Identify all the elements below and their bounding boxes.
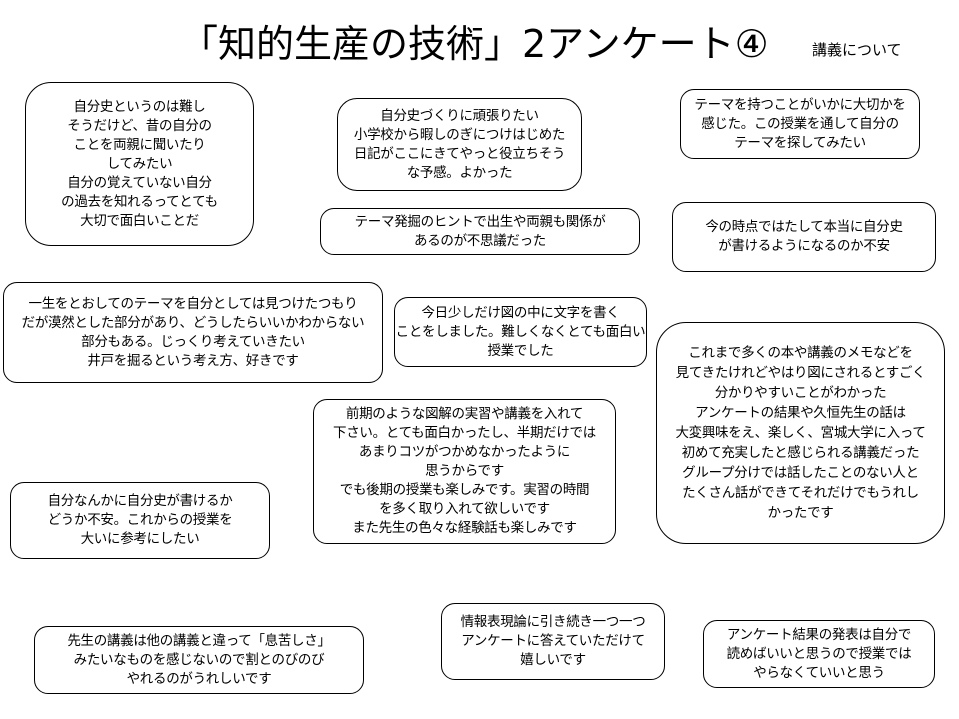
comment-text: テーマ発掘のヒントで出生や両親も関係が あるのが不思議だった [354, 213, 606, 249]
page-subtitle: 講義について [812, 41, 902, 59]
comment-bubble: 前期のような図解の実習や講義を入れて 下さい。とても面白かったし、半期だけでは … [313, 399, 616, 544]
comment-bubble: 今の時点ではたして本当に自分史 が書けるようになるのか不安 [672, 202, 936, 272]
comment-bubble: 先生の講義は他の講義と違って「息苦しさ」 みたいなものを感じないので割とのびのび… [34, 626, 364, 694]
comment-bubble: 情報表現論に引き続き一つ一つ アンケートに答えていただけて 嬉しいです [441, 603, 665, 680]
comment-bubble: 自分史づくりに頑張りたい 小学校から暇しのぎにつけはじめた 日記がここにきてやっ… [337, 98, 582, 191]
page-title: 「知的生産の技術」2アンケート④ [180, 22, 769, 66]
comment-text: アンケート結果の発表は自分で 読めばいいと思うので授業では やらなくていいと思う [726, 626, 912, 681]
comment-text: 自分史というのは難し そうだけど、昔の自分の ことを両親に聞いたり してみたい … [61, 98, 218, 229]
comment-text: 自分なんかに自分史が書けるか どうか不安。これからの授業を 大いに参考にしたい [47, 493, 233, 547]
comment-text: 一生をとおしてのテーマを自分としては見つけたつもり だが漠然とした部分があり、ど… [21, 295, 365, 369]
comment-text: テーマを持つことがいかに大切かを 感じた。この授業を通して自分の テーマを探して… [694, 96, 906, 151]
comment-bubble: 今日少しだけ図の中に文字を書く ことをしました。難しくなくとても面白い 授業でし… [394, 297, 647, 367]
comment-bubble: 自分なんかに自分史が書けるか どうか不安。これからの授業を 大いに参考にしたい [10, 482, 270, 559]
comment-text: これまで多くの本や講義のメモなどを 見てきたけれどやはり図にされるとすごく 分か… [675, 345, 926, 521]
comment-bubble: これまで多くの本や講義のメモなどを 見てきたけれどやはり図にされるとすごく 分か… [656, 322, 945, 544]
comment-text: 自分史づくりに頑張りたい 小学校から暇しのぎにつけはじめた 日記がここにきてやっ… [353, 107, 566, 181]
comment-bubble: テーマ発掘のヒントで出生や両親も関係が あるのが不思議だった [320, 208, 640, 255]
comment-text: 今日少しだけ図の中に文字を書く ことをしました。難しくなくとても面白い 授業でし… [395, 304, 646, 359]
comment-text: 前期のような図解の実習や講義を入れて 下さい。とても面白かったし、半期だけでは … [333, 406, 596, 536]
comment-bubble: 自分史というのは難し そうだけど、昔の自分の ことを両親に聞いたり してみたい … [25, 82, 254, 246]
comment-text: 先生の講義は他の講義と違って「息苦しさ」 みたいなものを感じないので割とのびのび… [67, 632, 331, 687]
comment-text: 今の時点ではたして本当に自分史 が書けるようになるのか不安 [705, 219, 903, 254]
comment-bubble: テーマを持つことがいかに大切かを 感じた。この授業を通して自分の テーマを探して… [680, 89, 920, 159]
comment-bubble: アンケート結果の発表は自分で 読めばいいと思うので授業では やらなくていいと思う [703, 620, 935, 688]
comment-bubble: 一生をとおしてのテーマを自分としては見つけたつもり だが漠然とした部分があり、ど… [3, 282, 383, 383]
comment-text: 情報表現論に引き続き一つ一つ アンケートに答えていただけて 嬉しいです [460, 614, 646, 668]
